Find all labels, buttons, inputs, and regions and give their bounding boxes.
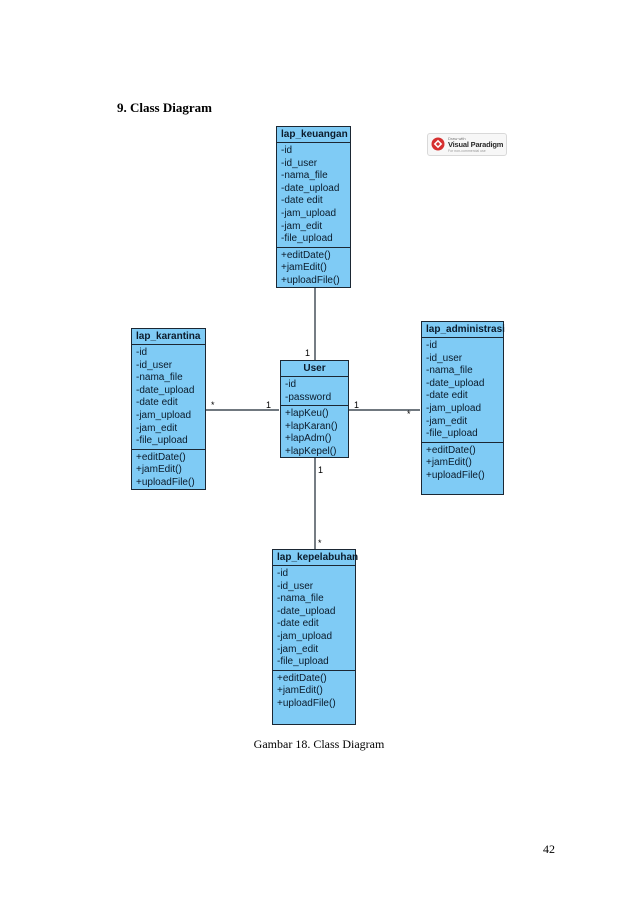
attribute: -id_user <box>426 352 463 364</box>
operation: +jamEdit() <box>136 464 182 476</box>
attribute: -file_upload <box>277 656 329 668</box>
attribute: -nama_file <box>426 365 473 377</box>
attribute: -jam_edit <box>136 422 178 434</box>
operation: +uploadFile() <box>281 274 340 286</box>
attribute: -nama_file <box>277 593 324 605</box>
attribute: -date_upload <box>281 182 340 194</box>
class-lap-kepelabuhan[interactable]: lap_kepelabuhan -id -id_user -nama_file … <box>272 549 358 725</box>
attribute: -nama_file <box>281 170 328 182</box>
attribute: -file_upload <box>426 428 478 440</box>
attribute: -date_upload <box>277 605 336 617</box>
operation: +uploadFile() <box>426 469 485 481</box>
attribute: -jam_edit <box>426 415 468 427</box>
attribute: -jam_upload <box>281 207 337 219</box>
attribute: -date edit <box>136 397 178 409</box>
attribute: -date_upload <box>136 384 195 396</box>
attribute: -date edit <box>281 195 323 207</box>
operations-section: +editDate() +jamEdit() +uploadFile() <box>277 246 350 289</box>
page-number: 42 <box>543 842 555 856</box>
class-lap-keuangan[interactable]: lap_keuangan -id -id_user -nama_file -da… <box>276 126 351 288</box>
attribute: -date edit <box>426 390 468 402</box>
attribute: -id_user <box>281 157 318 169</box>
mult-kepelabuhan-side: * <box>318 538 322 548</box>
operation: +jamEdit() <box>426 457 472 469</box>
operation: +editDate() <box>136 451 186 463</box>
class-name: lap_karantina <box>132 329 205 345</box>
class-lap-karantina[interactable]: lap_karantina -id -id_user -nama_file -d… <box>131 328 206 490</box>
visual-paradigm-icon <box>431 137 445 151</box>
mult-user-right: 1 <box>354 400 360 410</box>
operation: +jamEdit() <box>277 685 323 697</box>
operation: +lapKaran() <box>285 420 338 432</box>
mult-karantina-side: * <box>211 400 215 410</box>
attributes-section: -id -id_user -nama_file -date_upload -da… <box>277 143 350 247</box>
class-user[interactable]: User -id -password +lapKeu() +lapKaran()… <box>280 360 349 458</box>
attributes-section: -id -id_user -nama_file -date_upload -da… <box>273 566 355 670</box>
operation: +editDate() <box>277 672 327 684</box>
attribute: -jam_upload <box>277 630 333 642</box>
attributes-section: -id -password <box>281 377 348 405</box>
operation: +uploadFile() <box>136 476 195 488</box>
mult-user-bottom: 1 <box>318 465 324 475</box>
attribute: -id <box>281 145 293 156</box>
attribute: -jam_upload <box>426 402 482 414</box>
attribute: -id <box>277 568 289 579</box>
logo-line-1: Draw with <box>448 136 466 141</box>
operation: +lapKepel() <box>285 445 337 457</box>
attributes-section: -id -id_user -nama_file -date_upload -da… <box>132 345 205 449</box>
attribute: -date_upload <box>426 377 485 389</box>
operation: +lapAdm() <box>285 433 332 445</box>
operations-section: +editDate() +jamEdit() +uploadFile() <box>422 441 503 484</box>
operations-section: +editDate() +jamEdit() +uploadFile() <box>273 669 355 712</box>
class-name: User <box>281 361 348 377</box>
attribute: -nama_file <box>136 372 183 384</box>
attribute: -id <box>136 347 148 358</box>
attribute: -id_user <box>136 359 173 371</box>
attribute: -date edit <box>277 618 319 630</box>
attribute: -id <box>426 340 438 351</box>
operation: +editDate() <box>426 444 476 456</box>
attribute: -id_user <box>277 580 314 592</box>
figure-caption: Gambar 18. Class Diagram <box>253 737 385 751</box>
operation: +editDate() <box>281 249 331 261</box>
class-lap-administrasi[interactable]: lap_administrasi -id -id_user -nama_file… <box>421 321 505 495</box>
attribute: -jam_edit <box>281 220 323 232</box>
operation: +uploadFile() <box>277 697 336 709</box>
operation: +lapKeu() <box>285 408 329 420</box>
attributes-section: -id -id_user -nama_file -date_upload -da… <box>422 338 503 442</box>
mult-administrasi-side: * <box>407 409 411 419</box>
mult-keuangan-user: 1 <box>305 348 311 358</box>
attribute: -id <box>285 379 297 390</box>
mult-user-left: 1 <box>266 400 272 410</box>
logo-line-2: Visual Paradigm <box>448 140 504 149</box>
class-name: lap_administrasi <box>422 322 505 338</box>
attribute: -file_upload <box>136 435 188 447</box>
operations-section: +lapKeu() +lapKaran() +lapAdm() +lapKepe… <box>281 405 348 459</box>
class-name: lap_keuangan <box>277 127 350 143</box>
attribute: -file_upload <box>281 233 333 245</box>
logo-line-3: For non-commercial use <box>448 149 486 153</box>
attribute: -password <box>285 391 332 403</box>
section-heading: 9. Class Diagram <box>117 100 212 115</box>
operations-section: +editDate() +jamEdit() +uploadFile() <box>132 448 205 491</box>
attribute: -jam_edit <box>277 643 319 655</box>
operation: +jamEdit() <box>281 262 327 274</box>
class-name: lap_kepelabuhan <box>273 550 358 566</box>
visual-paradigm-logo: Draw with Visual Paradigm For non-commer… <box>427 133 507 156</box>
attribute: -jam_upload <box>136 409 192 421</box>
